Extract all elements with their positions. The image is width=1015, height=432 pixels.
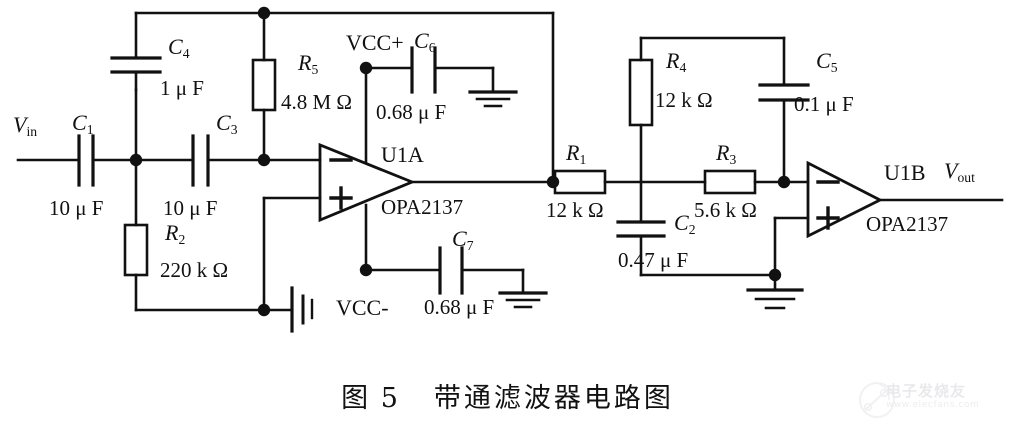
junction-node-a [129,153,143,167]
label-u1b-ref: U1B [884,160,926,185]
junction-node-e [777,175,791,189]
junction-bottom-left-rail [257,303,271,317]
resistor-r5-body [251,58,277,112]
junction-right-ground [768,268,782,282]
resistor-r4-body [628,58,654,127]
label-c5-ref: C5 [816,48,838,75]
watermark-text: 电子发烧友 [886,382,967,400]
label-r2-ref: R2 [165,220,186,247]
label-c7-ref: C7 [452,226,474,253]
junction-dots [129,6,791,317]
label-r1-value: 12 k Ω [546,198,604,222]
resistor-r2-body [123,223,149,277]
label-r1-ref: R1 [566,140,587,167]
label-r4-ref: R4 [666,48,687,75]
label-c1-value: 10 μ F [49,196,104,220]
label-vcc-minus: VCC- [336,295,389,320]
label-r5-ref: R5 [298,50,319,77]
junction-vcc-minus [359,263,373,277]
watermark-url: www.elecfans.com [886,400,980,410]
label-c1-ref: C1 [72,110,94,137]
label-c6-ref: C6 [414,28,436,55]
junction-vcc-plus [359,61,373,75]
label-r5-value: 4.8 M Ω [281,90,353,114]
label-c3-ref: C3 [216,110,238,137]
label-u1a-ref: U1A [381,142,424,167]
resistor-r3-body [703,169,757,195]
figure-caption: 图 5 带通滤波器电路图 [0,376,1015,415]
label-vcc-plus: VCC+ [346,30,404,55]
label-c2-ref: C2 [674,210,696,237]
junction-u1a-output [546,175,560,189]
opamp-u1b-triangle [806,160,884,239]
label-c5-value: 0.1 μ F [794,92,854,116]
label-u1a-part: OPA2137 [381,195,464,219]
label-u1b-part: OPA2137 [866,212,949,236]
label-r3-value: 5.6 k Ω [694,198,757,222]
junction-top-rail-r5 [257,6,271,20]
figure-title: 带通滤波器电路图 [433,383,674,414]
label-c2-value: 0.47 μ F [618,248,689,272]
label-vout: Vout [944,158,975,185]
label-vin: Vin [13,112,38,139]
label-c4-value: 1 μ F [160,76,204,100]
label-c3-value: 10 μ F [163,196,218,220]
junction-node-b [257,153,271,167]
label-r3-ref: R3 [716,140,737,167]
watermark: 电子发烧友 www.elecfans.com [856,376,1008,426]
label-c7-value: 0.68 μ F [424,295,495,319]
figure-number: 图 5 [341,383,400,414]
label-c6-value: 0.68 μ F [376,100,447,124]
resistor-r1-body [553,169,607,195]
label-c4-ref: C4 [168,34,190,61]
opamp-pin-glyphs [329,158,840,230]
watermark-logo-icon [859,382,895,418]
label-r2-value: 220 k Ω [160,258,229,282]
label-r4-value: 12 k Ω [655,88,713,112]
